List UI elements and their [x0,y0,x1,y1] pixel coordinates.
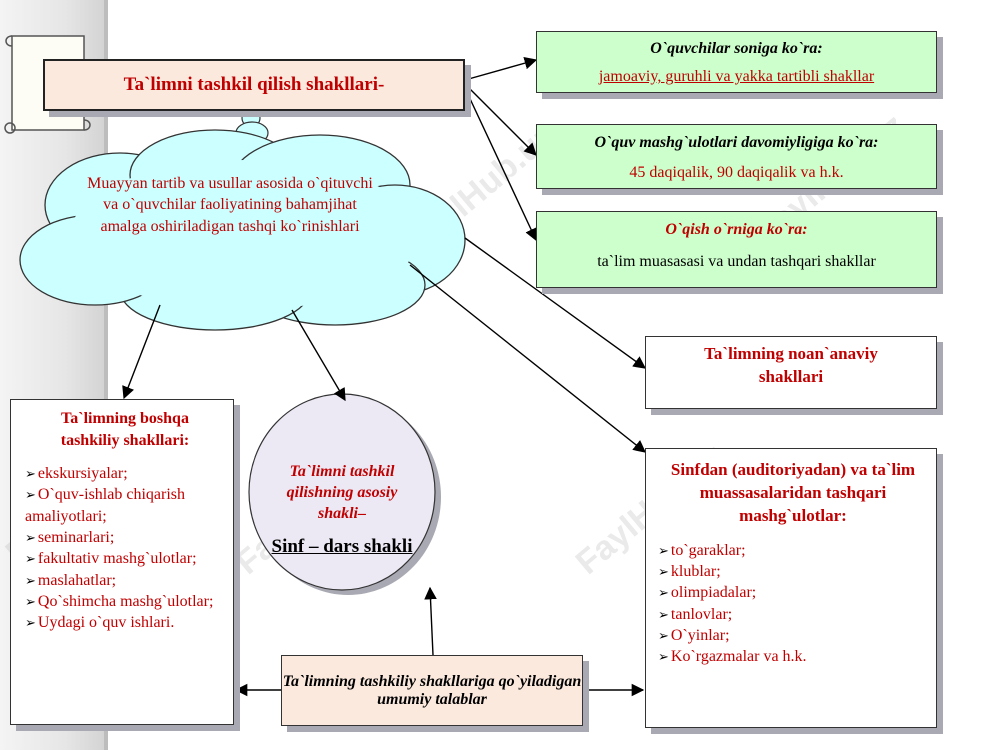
other-forms-heading: Ta`limning boshqa tashkiliy shakllari: [60,410,190,449]
main-form-subtitle: Ta`limni tashkil qilishning asosiy shakl… [286,463,398,522]
list-item: maslahatlar; [25,570,225,591]
arrow-req-to-main-form [424,586,437,656]
arrow-to-extracurricular-box [409,264,646,453]
extracurricular-box: Sinfdan (auditoriyadan) va ta`lim muassa… [645,448,937,728]
count-criteria-heading: O`quvchilar soniga ko`ra: [650,40,823,57]
other-forms-list: ekskursiyalar; O`quv-ishlab chiqarish am… [25,463,225,633]
arrow-to-main-form [291,309,346,402]
count-criteria-box: O`quvchilar soniga ko`ra: jamoaviy, guru… [536,31,937,93]
arrow-to-nontraditional-box [464,237,647,369]
cloud-definition-text: Muayyan tartib va usullar asosida o`qitu… [87,175,373,235]
list-item: klublar; [658,561,928,582]
arrow-to-duration-box [464,83,537,156]
extracurricular-heading: Sinfdan (auditoriyadan) va ta`lim muassa… [670,460,916,525]
other-forms-box: Ta`limning boshqa tashkiliy shakllari: e… [10,399,234,725]
main-title: Ta`limni tashkil qilish shakllari- [123,74,385,95]
list-item: Uydagi o`quv ishlari. [25,612,225,633]
arrow-to-other-forms-box [122,304,161,400]
list-item: O`yinlar; [658,625,928,646]
place-criteria-box: O`qish o`rniga ko`ra: ta`lim muasasasi v… [536,211,937,288]
sidebar-edge [104,0,108,750]
list-item: fakultativ mashg`ulotlar; [25,548,225,569]
list-item: O`quv-ishlab chiqarish amaliyotlari; [25,484,225,527]
requirements-box: Ta`limning tashkiliy shakllariga qo`yila… [281,655,583,726]
main-form-text: Ta`limni tashkil qilishning asosiy shakl… [264,462,420,558]
main-title-box: Ta`limni tashkil qilish shakllari- [43,59,465,111]
list-item: Qo`shimcha mashg`ulotlar; [25,591,225,612]
definition-cloud [19,129,466,331]
place-criteria-heading: O`qish o`rniga ko`ra: [665,221,808,238]
arrow-to-place-box [464,87,537,242]
nontraditional-forms-box: Ta`limning noan`anaviy shakllari [645,336,937,409]
duration-criteria-heading: O`quv mashg`ulotlari davomiyligiga ko`ra… [594,134,879,151]
arrow-to-count-box [464,57,538,81]
list-item: ekskursiyalar; [25,463,225,484]
duration-criteria-body: 45 daqiqalik, 90 daqiqalik va h.k. [629,164,844,181]
list-item: to`garaklar; [658,540,928,561]
main-form-label: Sinf – dars shakli [271,536,413,558]
extracurricular-list: to`garaklar; klublar; olimpiadalar; tanl… [658,540,928,668]
count-criteria-body: jamoaviy, guruhli va yakka tartibli shak… [598,68,875,85]
list-item: Ko`rgazmalar va h.k. [658,646,928,667]
list-item: seminarlari; [25,527,225,548]
duration-criteria-box: O`quv mashg`ulotlari davomiyligiga ko`ra… [536,124,937,189]
list-item: tanlovlar; [658,604,928,625]
nontraditional-forms-label: Ta`limning noan`anaviy shakllari [704,344,878,386]
requirements-label: Ta`limning tashkiliy shakllariga qo`yila… [282,672,582,708]
place-criteria-body: ta`lim muasasasi va undan tashqari shakl… [597,253,876,270]
list-item: olimpiadalar; [658,582,928,603]
